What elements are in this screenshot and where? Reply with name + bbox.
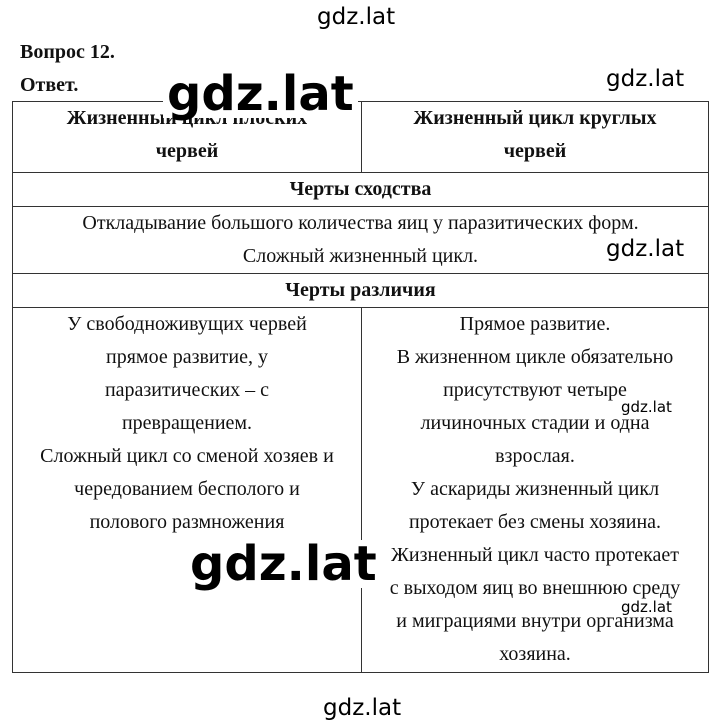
similarities-cell: Откладывание большого количества яиц у п… <box>12 206 709 274</box>
similarities-title: Черты сходства <box>12 172 709 207</box>
text-line: хозяина. <box>499 643 571 665</box>
text-line: прямое развитие, у <box>106 346 268 368</box>
header-line: Жизненный цикл круглых <box>413 107 657 129</box>
text-line: чередованием бесполого и <box>74 478 300 500</box>
watermark-large: gdz.lat <box>186 540 381 588</box>
watermark-small: gdz.lat <box>621 598 672 616</box>
header-roundworms: Жизненный цикл круглых червей <box>361 101 709 173</box>
question-label: Вопрос 12. <box>20 41 115 63</box>
text-line: присутствуют четыре <box>443 379 627 401</box>
differences-title: Черты различия <box>12 273 709 308</box>
table-row: Черты сходства <box>12 172 709 207</box>
watermark: gdz.lat <box>317 4 396 30</box>
table-header-row: Жизненный цикл плоских червей Жизненный … <box>12 101 709 173</box>
text-line: Откладывание большого количества яиц у п… <box>82 212 639 234</box>
answer-label: Ответ. <box>20 74 79 96</box>
watermark: gdz.lat <box>323 695 402 721</box>
text-line: личиночных стадии и одна <box>420 412 650 434</box>
watermark: gdz.lat <box>606 66 685 92</box>
header-line: червей <box>155 140 219 162</box>
text-line: взрослая. <box>495 445 575 467</box>
text-line: У аскариды жизненный цикл <box>410 478 660 500</box>
table-row: Черты различия <box>12 273 709 308</box>
text-line: и миграциями внутри организма <box>396 610 674 632</box>
text-line: Сложный цикл со сменой хозяев и <box>40 445 334 467</box>
text-line: с выходом яиц во внешнюю среду <box>389 577 681 599</box>
watermark-large: gdz.lat <box>163 70 358 118</box>
text-line: превращением. <box>121 412 253 434</box>
differences-flatworms: У свободноживущих червей прямое развитие… <box>12 307 362 673</box>
text-line: Жизненный цикл часто протекает <box>390 544 679 566</box>
differences-roundworms: Прямое развитие. В жизненном цикле обяза… <box>361 307 709 673</box>
table-row: Откладывание большого количества яиц у п… <box>12 206 709 274</box>
text-line: У свободноживущих червей <box>67 313 307 335</box>
watermark-small: gdz.lat <box>621 398 672 416</box>
text-line: полового размножения <box>89 511 285 533</box>
text-line: Прямое развитие. <box>459 313 611 335</box>
text-line: Сложный жизненный цикл. <box>242 245 479 267</box>
table-row: У свободноживущих червей прямое развитие… <box>12 307 709 673</box>
header-line: червей <box>503 140 567 162</box>
text-line: В жизненном цикле обязательно <box>396 346 674 368</box>
text-line: паразитических – с <box>104 379 270 401</box>
text-line: протекает без смены хозяина. <box>408 511 662 533</box>
watermark: gdz.lat <box>606 236 685 262</box>
